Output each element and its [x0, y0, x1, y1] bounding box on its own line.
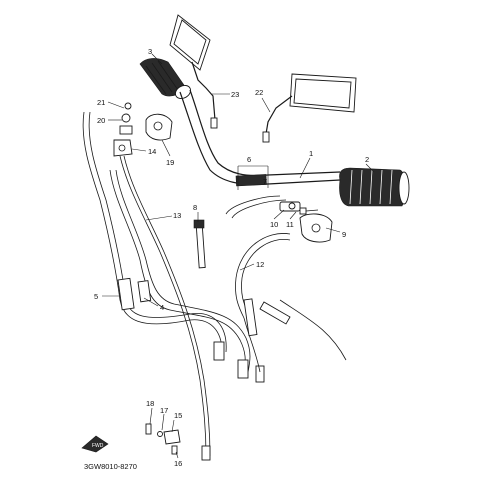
throttle-cables — [82, 111, 265, 383]
callout-8: 8 — [193, 203, 197, 212]
fwd-arrow: FWD — [81, 435, 109, 453]
left-mirror — [169, 14, 218, 129]
cable-band — [193, 219, 206, 269]
document-code: 3GW8010-8270 — [84, 462, 137, 471]
right-switch — [279, 201, 333, 243]
callout-labels: 3 23 22 21 20 14 19 1 2 6 7 8 9 10 11 12… — [94, 47, 369, 468]
lever-holder — [113, 139, 133, 157]
callout-10: 10 — [270, 220, 278, 229]
handlebar — [179, 89, 341, 187]
callout-21: 21 — [97, 98, 105, 107]
right-grip — [339, 167, 410, 207]
left-grip — [139, 58, 191, 100]
callout-3: 3 — [148, 47, 152, 56]
callout-4: 4 — [160, 303, 164, 312]
callout-5: 5 — [94, 292, 98, 301]
callout-13: 13 — [173, 211, 181, 220]
callout-19: 19 — [166, 158, 174, 167]
clutch-lever-parts — [119, 102, 133, 135]
callout-14: 14 — [148, 147, 156, 156]
callout-9: 9 — [342, 230, 346, 239]
cable-12 — [235, 233, 347, 373]
callout-11: 11 — [286, 220, 294, 229]
callout-7: 7 — [263, 177, 267, 186]
callout-2: 2 — [365, 155, 369, 164]
fwd-label: FWD — [92, 443, 104, 449]
callout-17: 17 — [160, 406, 168, 415]
callout-6: 6 — [247, 155, 251, 164]
left-switch — [145, 113, 173, 141]
callout-20: 20 — [97, 116, 105, 125]
callout-1: 1 — [309, 149, 313, 158]
callout-23: 23 — [231, 90, 239, 99]
small-fasteners — [145, 423, 181, 455]
callout-12: 12 — [256, 260, 264, 269]
callout-16: 16 — [174, 459, 182, 468]
right-mirror — [262, 73, 357, 143]
callout-22: 22 — [255, 88, 263, 97]
cable-harness — [225, 195, 287, 219]
clutch-cable — [119, 155, 211, 461]
callout-15: 15 — [174, 411, 182, 420]
callout-18: 18 — [146, 399, 154, 408]
leader-lines — [102, 53, 375, 459]
